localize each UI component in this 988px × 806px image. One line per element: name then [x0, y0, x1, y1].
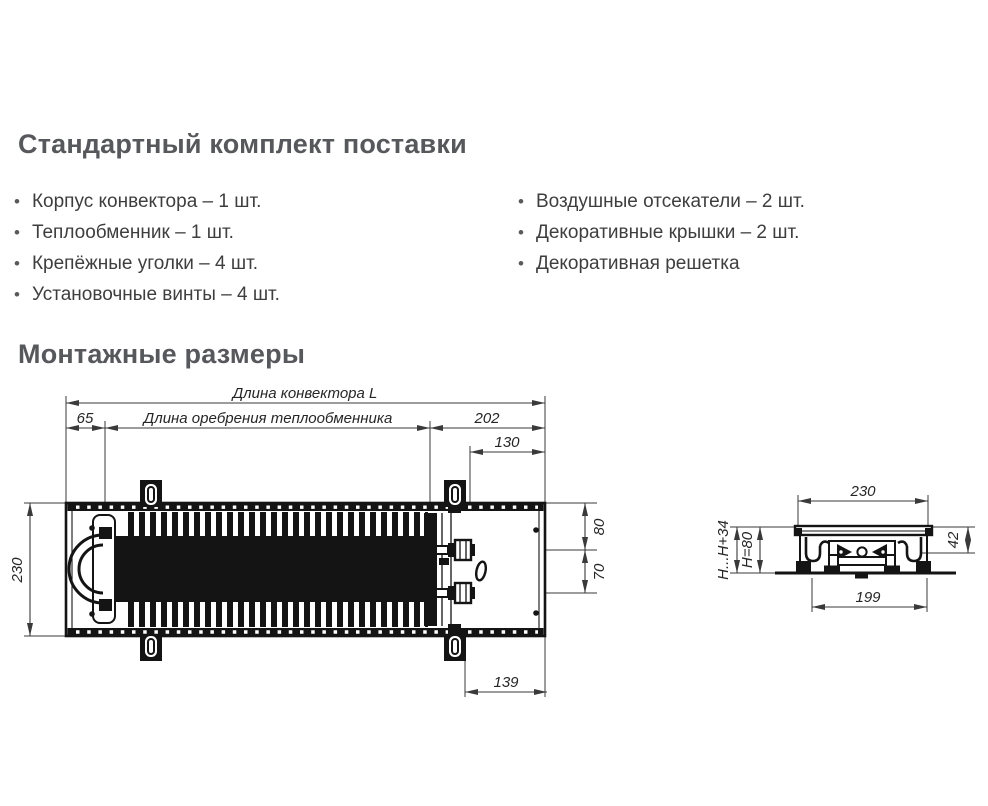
- list-item: • Теплообменник – 1 шт.: [14, 217, 494, 248]
- bullet-marker: •: [14, 285, 20, 304]
- list-item: • Воздушные отсекатели – 2 шт.: [518, 186, 978, 217]
- dim-139-label: 139: [493, 674, 519, 691]
- dim-202-label: 202: [473, 410, 500, 427]
- delivery-kit-title: Стандартный комплект поставки: [18, 129, 467, 159]
- list-item-text: Воздушные отсекатели – 2 шт.: [535, 191, 805, 212]
- dim-80-label: 80: [591, 518, 608, 535]
- dim-230-section-label: 230: [849, 483, 876, 500]
- bullet-marker: •: [14, 223, 20, 242]
- dim-65-label: 65: [77, 410, 94, 427]
- bullet-marker: •: [518, 254, 524, 273]
- list-item-text: Установочные винты – 4 шт.: [31, 284, 280, 305]
- dim-fin-length-label: Длина оребрения теплообменника: [142, 410, 393, 427]
- bullet-marker: •: [518, 192, 524, 211]
- bullet-marker: •: [14, 254, 20, 273]
- mounting-dimensions-title: Монтажные размеры: [18, 339, 306, 369]
- list-item-text: Декоративная решетка: [535, 253, 740, 274]
- list-item-text: Декоративные крышки – 2 шт.: [535, 222, 800, 243]
- dim-h80-label: H=80: [739, 531, 756, 568]
- bullet-marker: •: [14, 192, 20, 211]
- list-item: • Декоративная решетка: [518, 248, 978, 279]
- dim-42-label: 42: [945, 531, 962, 548]
- delivery-kit-list-right: • Воздушные отсекатели – 2 шт. • Декоратив…: [518, 186, 978, 279]
- dim-convector-length-label: Длина конвектора L: [231, 385, 378, 402]
- section-view-drawing: 230 42 H...H+34 H=80 199: [715, 483, 975, 612]
- delivery-kit-list-left: • Корпус конвектора – 1 шт. • Теплообменни…: [14, 186, 494, 310]
- list-item-text: Теплообменник – 1 шт.: [31, 222, 234, 243]
- dim-199-label: 199: [855, 589, 881, 606]
- list-item-text: Корпус конвектора – 1 шт.: [31, 191, 262, 212]
- dim-130-label: 130: [494, 434, 520, 451]
- list-item: • Корпус конвектора – 1 шт.: [14, 186, 494, 217]
- list-item: • Декоративные крышки – 2 шт.: [518, 217, 978, 248]
- dim-230-plan-label: 230: [9, 557, 26, 584]
- plan-view-drawing: Длина конвектора L Длина оребрения тепло…: [9, 385, 608, 697]
- dim-h-range-label: H...H+34: [715, 520, 732, 580]
- dim-70-label: 70: [591, 563, 608, 580]
- list-item-text: Крепёжные уголки – 4 шт.: [31, 253, 258, 274]
- bullet-marker: •: [518, 223, 524, 242]
- list-item: • Установочные винты – 4 шт.: [14, 279, 494, 310]
- list-item: • Крепёжные уголки – 4 шт.: [14, 248, 494, 279]
